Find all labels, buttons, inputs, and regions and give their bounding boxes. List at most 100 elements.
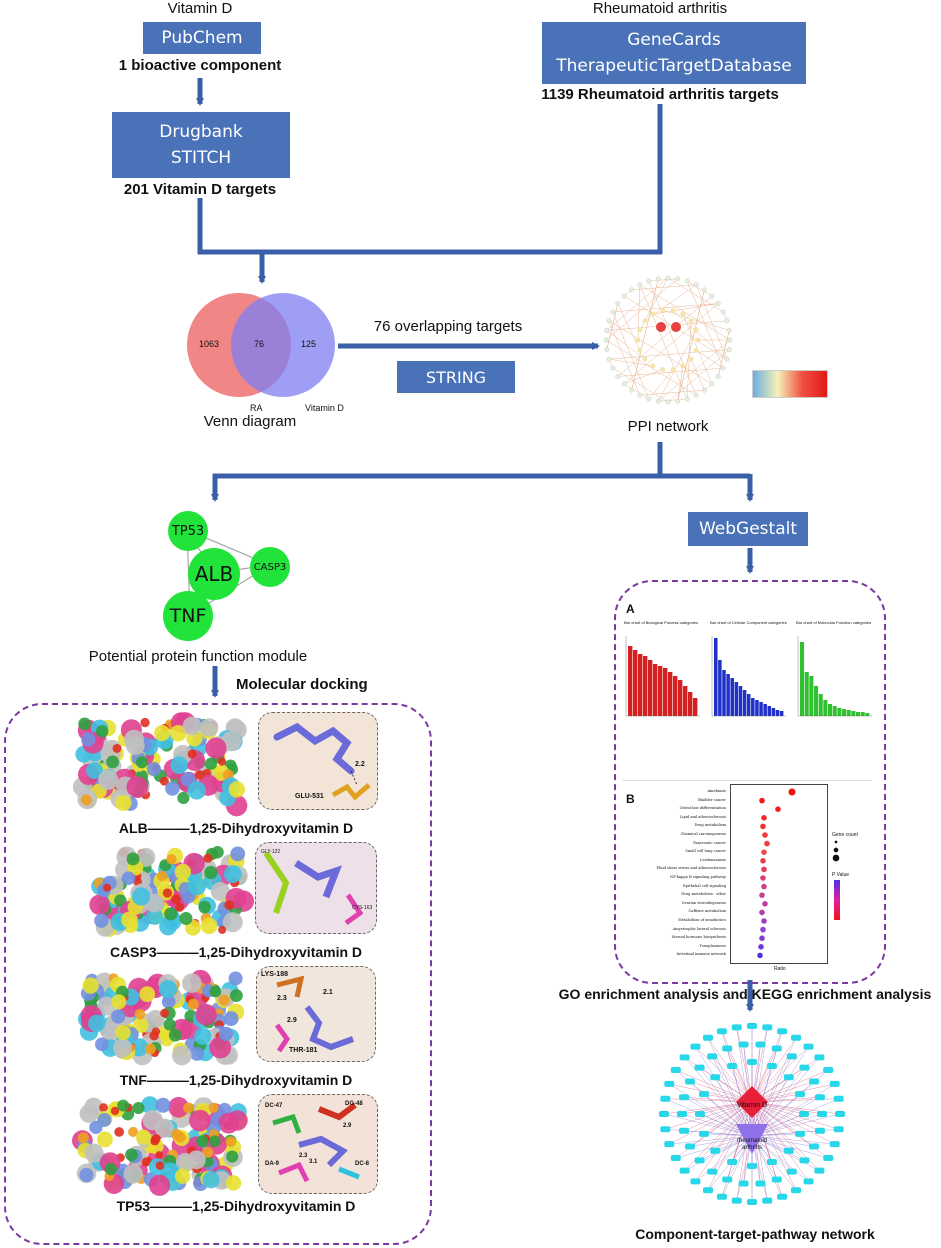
venn-circles bbox=[187, 293, 335, 397]
genecards-label: GeneCards bbox=[627, 30, 721, 50]
casp3-blobs bbox=[89, 846, 255, 937]
alb-surface bbox=[72, 712, 248, 817]
tp53-surface bbox=[70, 1094, 250, 1196]
rheumatoid-arthritis-label: Rheumatoid arthritis bbox=[592, 0, 728, 17]
protein-module: TP53 ALB CASP3 TNF bbox=[150, 505, 300, 650]
tp53-inset: DC-47 DG-48 2.9 2.3 DA-9 3.1 DC-8 bbox=[258, 1094, 378, 1194]
tnf-residue-1: LYS-188 bbox=[261, 971, 288, 978]
tp53-residue-3: DA-9 bbox=[265, 1161, 280, 1167]
kegg-term: Amyotrophic lateral sclerosis bbox=[672, 926, 726, 931]
panel-b-letter: B bbox=[626, 792, 635, 806]
kegg-term: Lipid and atherosclerosis bbox=[679, 814, 726, 819]
alb-distance: 2.2 bbox=[355, 761, 365, 768]
panel-a-letter: A bbox=[626, 602, 635, 616]
module-caption: Potential protein function module bbox=[88, 648, 308, 665]
alb-inset: 2.2 GLU-531 bbox=[258, 712, 378, 810]
kegg-term: Chemical carcinogenesis bbox=[680, 832, 726, 836]
kegg-term: Amebiasis bbox=[707, 789, 726, 793]
kegg-term: Toxoplasmosis bbox=[699, 943, 726, 948]
tnf-inset: LYS-188 2.3 2.1 2.9 THR-181 bbox=[256, 966, 376, 1062]
tnf-surface bbox=[76, 968, 248, 1068]
kegg-term: Drug metabolism - other bbox=[681, 892, 726, 897]
alb-blobs bbox=[72, 712, 248, 817]
overlapping-targets-text: 76 overlapping targets bbox=[373, 318, 523, 335]
ctp-network: Vitamin D rheumatoid arthritis bbox=[652, 1014, 852, 1214]
tp53-residue-1: DC-47 bbox=[265, 1103, 283, 1109]
tnf-distance-1: 2.3 bbox=[277, 995, 287, 1002]
ctp-network-graph bbox=[659, 1023, 845, 1205]
venn-caption: Venn diagram bbox=[203, 413, 297, 430]
stitch-label: STITCH bbox=[170, 148, 232, 168]
panel-divider bbox=[622, 780, 872, 781]
tp53-distance-2: 2.3 bbox=[299, 1153, 308, 1159]
kegg-xaxis-label: Ratio bbox=[774, 966, 786, 972]
webgestalt-box: WebGestalt bbox=[688, 512, 808, 546]
tp53-distance-3: 3.1 bbox=[309, 1159, 318, 1165]
venn-overlap-value: 76 bbox=[254, 339, 265, 349]
kegg-plot-frame bbox=[730, 784, 828, 964]
casp3-residue-1: GLY-122 bbox=[261, 849, 281, 855]
alb-caption: ALB———1,25-Dihydroxyvitamin D bbox=[118, 820, 354, 836]
kegg-term: Caffeine metabolism bbox=[688, 909, 726, 914]
tp53-caption: TP53———1,25-Dihydroxyvitamin D bbox=[116, 1198, 356, 1214]
casp3-caption: CASP3———1,25-Dihydroxyvitamin D bbox=[109, 944, 363, 960]
tp53-distance-1: 2.9 bbox=[343, 1123, 352, 1129]
ppi-caption: PPI network bbox=[627, 418, 709, 435]
tp53-residue-4: DC-8 bbox=[355, 1161, 370, 1167]
ppi-color-scale bbox=[752, 370, 828, 398]
node-casp3: CASP3 bbox=[250, 547, 290, 587]
tnf-distance-2: 2.1 bbox=[323, 989, 333, 996]
kegg-term: Fluid shear stress and atherosclerosis bbox=[656, 866, 726, 871]
cc-chart-title: Bar chart of Cellular Component categori… bbox=[710, 620, 787, 625]
bioactive-component-text: 1 bioactive component bbox=[118, 57, 282, 74]
kegg-dots bbox=[757, 788, 840, 959]
casp3-inset: GLY-122 CYS-163 bbox=[255, 842, 377, 934]
node-alb: ALB bbox=[188, 548, 240, 600]
string-box: STRING bbox=[397, 361, 515, 393]
tnf-caption: TNF———1,25-Dihydroxyvitamin D bbox=[119, 1072, 353, 1088]
webgestalt-label: WebGestalt bbox=[698, 519, 798, 539]
kegg-term: Small cell lung cancer bbox=[685, 849, 726, 854]
casp3-surface bbox=[88, 842, 255, 940]
venn-left-label: RA bbox=[250, 403, 263, 413]
mf-chart-title: Bar chart of Molecular Function categori… bbox=[796, 620, 872, 625]
tnf-blobs bbox=[78, 969, 245, 1066]
docking-panel bbox=[4, 703, 432, 1245]
network-caption: Component-target-pathway network bbox=[635, 1226, 875, 1242]
venn-diagram: 1063 76 125 bbox=[186, 288, 336, 406]
pubchem-label: PubChem bbox=[161, 28, 243, 48]
go-bar-charts: Bar chart of Biological Process categori… bbox=[620, 616, 876, 776]
network-center-ra: rheumatoid arthritis bbox=[736, 1138, 768, 1151]
casp3-residue-2: CYS-163 bbox=[352, 905, 373, 911]
ra-targets-text: 1139 Rheumatoid arthritis targets bbox=[541, 86, 779, 103]
node-tp53: TP53 bbox=[168, 511, 208, 551]
vitamin-d-targets-text: 201 Vitamin D targets bbox=[123, 181, 277, 198]
kegg-term: Leishmaniasis bbox=[700, 857, 726, 862]
venn-right-value: 125 bbox=[301, 339, 317, 349]
go-kegg-caption: GO enrichment analysis and KEGG enrichme… bbox=[558, 986, 932, 1002]
kegg-term: Metabolism of xenobiotics bbox=[678, 918, 726, 922]
drugbank-stitch-box: Drugbank STITCH bbox=[112, 112, 290, 178]
go-bars bbox=[625, 636, 872, 717]
enrichment-panel bbox=[614, 580, 886, 984]
alb-residue: GLU-531 bbox=[295, 793, 324, 800]
pubchem-box: PubChem bbox=[143, 22, 261, 54]
tp53-residue-2: DG-48 bbox=[345, 1101, 363, 1107]
vitamin-d-label: Vitamin D bbox=[167, 0, 233, 17]
kegg-term: Bladder cancer bbox=[698, 797, 726, 802]
ppi-network bbox=[598, 270, 738, 410]
kegg-term: Osteoclast differentiation bbox=[679, 806, 726, 811]
legend-count-title: Gene count bbox=[832, 832, 858, 838]
node-tnf: TNF bbox=[163, 591, 213, 641]
genecards-ttd-box: GeneCards TherapeuticTargetDatabase bbox=[542, 22, 806, 84]
venn-right-label: Vitamin D bbox=[305, 403, 344, 413]
bp-chart-title: Bar chart of Biological Process categori… bbox=[624, 620, 699, 625]
ttd-label: TherapeuticTargetDatabase bbox=[556, 56, 792, 76]
kegg-term: Pancreatic cancer bbox=[693, 840, 726, 845]
kegg-term: Drug metabolism bbox=[694, 823, 727, 828]
tnf-residue-2: THR-181 bbox=[289, 1047, 318, 1054]
drugbank-label: Drugbank bbox=[159, 122, 243, 142]
kegg-term: Steroid hormone biosynthesis bbox=[671, 935, 726, 940]
